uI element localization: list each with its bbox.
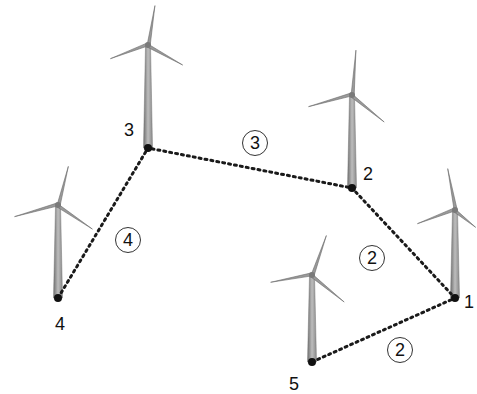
wind-turbine: [271, 236, 345, 362]
wind-turbine: [417, 169, 475, 298]
callout-number: 4: [115, 227, 141, 253]
turbine-hub: [145, 42, 151, 48]
cable-line: [356, 192, 452, 294]
turbine-number: 2: [363, 165, 373, 183]
turbine-base: 3: [144, 144, 152, 152]
turbine-tower: [144, 45, 153, 148]
cable-line: [60, 152, 145, 294]
wind-turbine: [15, 166, 93, 298]
turbine-number: 1: [464, 293, 474, 311]
turbine-base: 1: [451, 294, 459, 302]
turbine-blade: [351, 94, 385, 122]
turbine-blade: [147, 44, 183, 65]
turbine-blade: [15, 203, 59, 217]
callout-number: 2: [387, 337, 413, 363]
turbine-tower: [348, 95, 357, 188]
turbine-hub: [452, 207, 458, 213]
turbine-blade: [309, 93, 353, 107]
turbine-hub: [349, 92, 355, 98]
turbine-tower: [451, 210, 460, 298]
turbine-blade: [351, 50, 356, 95]
turbine-hub: [309, 272, 315, 278]
turbine-number: 5: [289, 375, 299, 393]
wind-turbine: [110, 6, 182, 148]
turbine-tower: [308, 275, 317, 362]
cable-line: [316, 300, 451, 360]
turbine-blade: [57, 204, 93, 229]
turbine-blade: [311, 274, 345, 302]
turbine-blade: [110, 43, 148, 59]
turbine-hub: [55, 202, 61, 208]
turbine-blade: [417, 208, 455, 224]
turbine-tower: [54, 205, 63, 298]
turbine-number: 3: [124, 121, 134, 139]
wind-turbine: [309, 50, 385, 188]
turbine-blade: [57, 166, 68, 205]
turbine-blade: [271, 273, 313, 282]
callout-number: 3: [242, 130, 268, 156]
turbine-blade: [311, 236, 326, 276]
turbine-base: 5: [308, 358, 316, 366]
turbine-number: 4: [55, 315, 65, 333]
turbine-blade: [147, 6, 155, 46]
turbine-base: 2: [348, 184, 356, 192]
callout-number: 2: [359, 245, 385, 271]
turbine-base: 4: [54, 294, 62, 302]
turbine-blade: [448, 169, 457, 211]
